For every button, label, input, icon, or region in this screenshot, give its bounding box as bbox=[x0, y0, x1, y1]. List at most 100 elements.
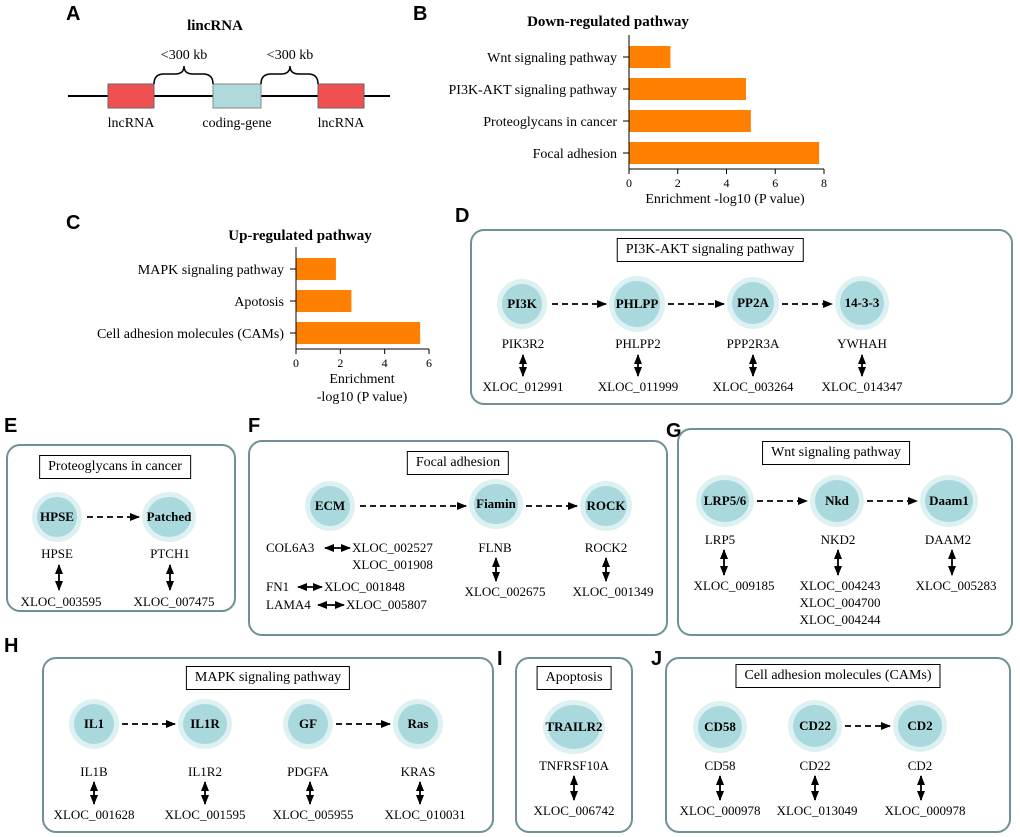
gene-kras: KRAS bbox=[400, 764, 436, 779]
node-gf: GF bbox=[288, 704, 328, 744]
node-il1r: IL1R bbox=[183, 704, 227, 744]
xloc-001349: XLOC_001349 bbox=[572, 584, 654, 599]
chart-b-xlabel: Enrichment -log10 (P value) bbox=[645, 192, 805, 207]
xtick-label-b-1: 2 bbox=[675, 176, 681, 190]
category-label-b-1: PI3K-AKT signaling pathway bbox=[449, 83, 618, 98]
category-label-b-0: Wnt signaling pathway bbox=[487, 51, 617, 66]
node-cd2: CD2 bbox=[898, 705, 942, 747]
gene-ppp2r3a: PPP2R3A bbox=[726, 336, 780, 351]
panel-label-i: I bbox=[497, 648, 503, 670]
xloc-001848: XLOC_001848 bbox=[324, 579, 405, 594]
gene-tnfrsf10a: TNFRSF10A bbox=[538, 758, 610, 773]
bar-b-0 bbox=[629, 46, 671, 68]
node-pp2a: PP2A bbox=[732, 282, 774, 324]
panel-label-f: F bbox=[248, 415, 261, 437]
xloc-013049: XLOC_013049 bbox=[776, 803, 858, 818]
gene-hpse: HPSE bbox=[41, 546, 73, 561]
panel-label-a: A bbox=[66, 3, 81, 25]
bar-b-2 bbox=[629, 110, 751, 132]
bar-c-0 bbox=[296, 258, 336, 280]
gene-phlpp2: PHLPP2 bbox=[615, 336, 661, 351]
gene-lama4: LAMA4 bbox=[266, 597, 311, 612]
panel-j-title: Cell adhesion molecules (CAMs) bbox=[735, 664, 941, 688]
distance-brace-right bbox=[260, 65, 319, 85]
node-cd58: CD58 bbox=[698, 706, 742, 748]
node-lrp5-6: LRP5/6 bbox=[701, 480, 749, 522]
gene-il1b: IL1B bbox=[80, 764, 108, 779]
coding-gene-box bbox=[212, 83, 262, 109]
panel-e-title: Proteoglycans in cancer bbox=[39, 455, 191, 479]
panel-label-j: J bbox=[651, 648, 663, 670]
chart-c-xlabel-2: -log10 (P value) bbox=[316, 390, 408, 405]
category-label-c-1: Apotosis bbox=[234, 295, 284, 310]
lncrna-label-left: lncRNA bbox=[107, 116, 155, 131]
coding-gene-label: coding-gene bbox=[202, 116, 272, 131]
panel-i-box bbox=[515, 657, 633, 833]
node-hpse: HPSE bbox=[37, 497, 77, 537]
bar-c-2 bbox=[296, 322, 421, 344]
bar-c-1 bbox=[296, 290, 352, 312]
node-cd22: CD22 bbox=[793, 705, 837, 747]
xtick-label-b-0: 0 bbox=[626, 176, 632, 190]
xloc-001628: XLOC_001628 bbox=[53, 807, 135, 822]
node-il1: IL1 bbox=[74, 704, 114, 744]
panel-g-box bbox=[677, 428, 1013, 636]
lncrna-label-right: lncRNA bbox=[317, 116, 365, 131]
xtick-label-b-2: 4 bbox=[724, 176, 730, 190]
category-label-c-2: Cell adhesion molecules (CAMs) bbox=[97, 327, 284, 342]
chart-c-xlabel-1: Enrichment bbox=[329, 372, 395, 387]
lincrna-diagram bbox=[68, 65, 390, 109]
node-patched: Patched bbox=[147, 497, 191, 537]
xtick-label-c-1: 2 bbox=[337, 356, 343, 370]
xloc-004244: XLOC_004244 bbox=[799, 612, 881, 627]
category-label-b-3: Focal adhesion bbox=[533, 147, 617, 162]
node-phlpp: PHLPP bbox=[614, 281, 660, 327]
panel-e-box bbox=[6, 444, 236, 612]
xloc-004700: XLOC_004700 bbox=[799, 595, 881, 610]
gene-ptch1: PTCH1 bbox=[150, 546, 190, 561]
xloc-007475: XLOC_007475 bbox=[133, 594, 215, 609]
gene-nkd2: NKD2 bbox=[820, 532, 856, 547]
lncrna-box-left bbox=[107, 83, 155, 109]
xloc-001595: XLOC_001595 bbox=[164, 807, 246, 822]
xtick-label-b-3: 6 bbox=[772, 176, 778, 190]
gene-cd2: CD2 bbox=[907, 758, 933, 773]
gene-fn1: FN1 bbox=[266, 579, 290, 594]
xloc-003595: XLOC_003595 bbox=[20, 594, 102, 609]
xloc-000978-b: XLOC_000978 bbox=[884, 803, 966, 818]
category-label-b-2: Proteoglycans in cancer bbox=[483, 115, 617, 130]
xtick-label-c-0: 0 bbox=[293, 356, 299, 370]
distance-label-right: <300 kb bbox=[266, 48, 314, 63]
panel-h-title: MAPK signaling pathway bbox=[185, 666, 351, 690]
node-ecm: ECM bbox=[310, 486, 350, 526]
xloc-003264: XLOC_003264 bbox=[712, 379, 794, 394]
distance-brace-left bbox=[153, 65, 214, 85]
node-trailr2: TRAILR2 bbox=[545, 705, 603, 749]
panel-label-c: C bbox=[66, 212, 81, 234]
category-label-c-0: MAPK signaling pathway bbox=[138, 263, 284, 278]
xloc-005283: XLOC_005283 bbox=[915, 578, 997, 593]
panel-g-title: Wnt signaling pathway bbox=[762, 441, 910, 465]
xloc-006742: XLOC_006742 bbox=[533, 803, 615, 818]
lncrna-box-right bbox=[317, 83, 365, 109]
xloc-004243: XLOC_004243 bbox=[799, 578, 881, 593]
gene-col6a3: COL6A3 bbox=[266, 540, 315, 555]
panel-f-title: Focal adhesion bbox=[406, 451, 510, 475]
xloc-005807: XLOC_005807 bbox=[346, 597, 427, 612]
xloc-002527: XLOC_002527 bbox=[352, 540, 433, 555]
panel-j-box bbox=[665, 657, 1011, 833]
xloc-010031: XLOC_010031 bbox=[384, 807, 466, 822]
gene-ywhah: YWHAH bbox=[837, 336, 887, 351]
node-14-3-3: 14-3-3 bbox=[840, 281, 884, 325]
gene-daam2: DAAM2 bbox=[924, 532, 972, 547]
chart-b-title: Down-regulated pathway bbox=[527, 14, 689, 30]
gene-lrp5: LRP5 bbox=[704, 532, 736, 547]
xtick-label-b-4: 8 bbox=[821, 176, 827, 190]
gene-pik3r2: PIK3R2 bbox=[501, 336, 545, 351]
xloc-002675: XLOC_002675 bbox=[464, 584, 546, 599]
gene-il1r2: IL1R2 bbox=[188, 764, 222, 779]
xloc-011999: XLOC_011999 bbox=[597, 379, 679, 394]
node-ras: Ras bbox=[398, 704, 438, 744]
